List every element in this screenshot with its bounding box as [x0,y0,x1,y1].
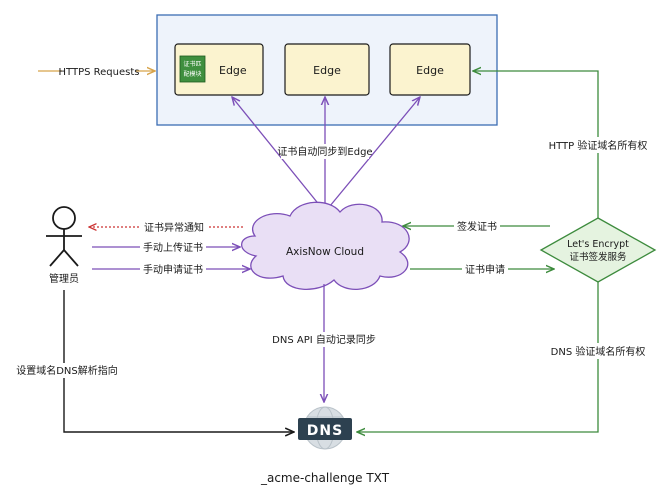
lets-encrypt-label-line1: Let's Encrypt [567,239,629,250]
manual-apply-label: 手动申请证书 [143,263,203,276]
https-requests-label: HTTPS Requests [59,67,140,78]
cert-match-module-label-line1: 证书匹 [183,60,201,68]
admin-person-icon [46,206,82,267]
admin-label: 管理员 [49,272,79,285]
dns-verify-label: DNS 验证域名所有权 [551,345,646,358]
edge-node-2-label: Edge [313,64,341,77]
edge-node-1-label: Edge [219,64,247,77]
lets-encrypt-label-line2: 证书签发服务 [569,251,627,263]
cert-alert-label: 证书异常通知 [144,221,204,234]
dns-verify-arrow [357,282,599,432]
dns-caption: _acme-challenge TXT [260,471,390,485]
cert-apply-label: 证书申请 [465,263,505,276]
dns-api-sync-label: DNS API 自动记录同步 [272,333,376,346]
set-dns-arrow [63,290,294,432]
cert-match-module-label-line2: 配模块 [183,70,201,78]
cloud-label: AxisNow Cloud [286,246,364,258]
dns-icon-text: DNS [307,423,343,439]
http-verify-label: HTTP 验证域名所有权 [549,139,648,152]
lets-encrypt-node [539,217,657,283]
axisnow-cloud [240,201,410,291]
sync-arrow-edge-3 [324,97,420,213]
cert-match-module: 证书匹 配模块 [179,55,206,83]
sync-arrow-edge-1 [232,97,326,213]
manual-upload-label: 手动上传证书 [143,241,203,254]
edge-node-3: Edge [389,43,471,96]
issue-cert-label: 签发证书 [457,220,497,233]
http-verify-arrow [473,71,599,218]
sync-to-edge-label: 证书自动同步到Edge [277,145,372,158]
set-dns-label: 设置域名DNS解析指向 [16,364,118,377]
edge-node-3-label: Edge [416,64,444,77]
edge-node-2: Edge [284,43,370,96]
dns-server-icon: DNS [298,406,352,450]
